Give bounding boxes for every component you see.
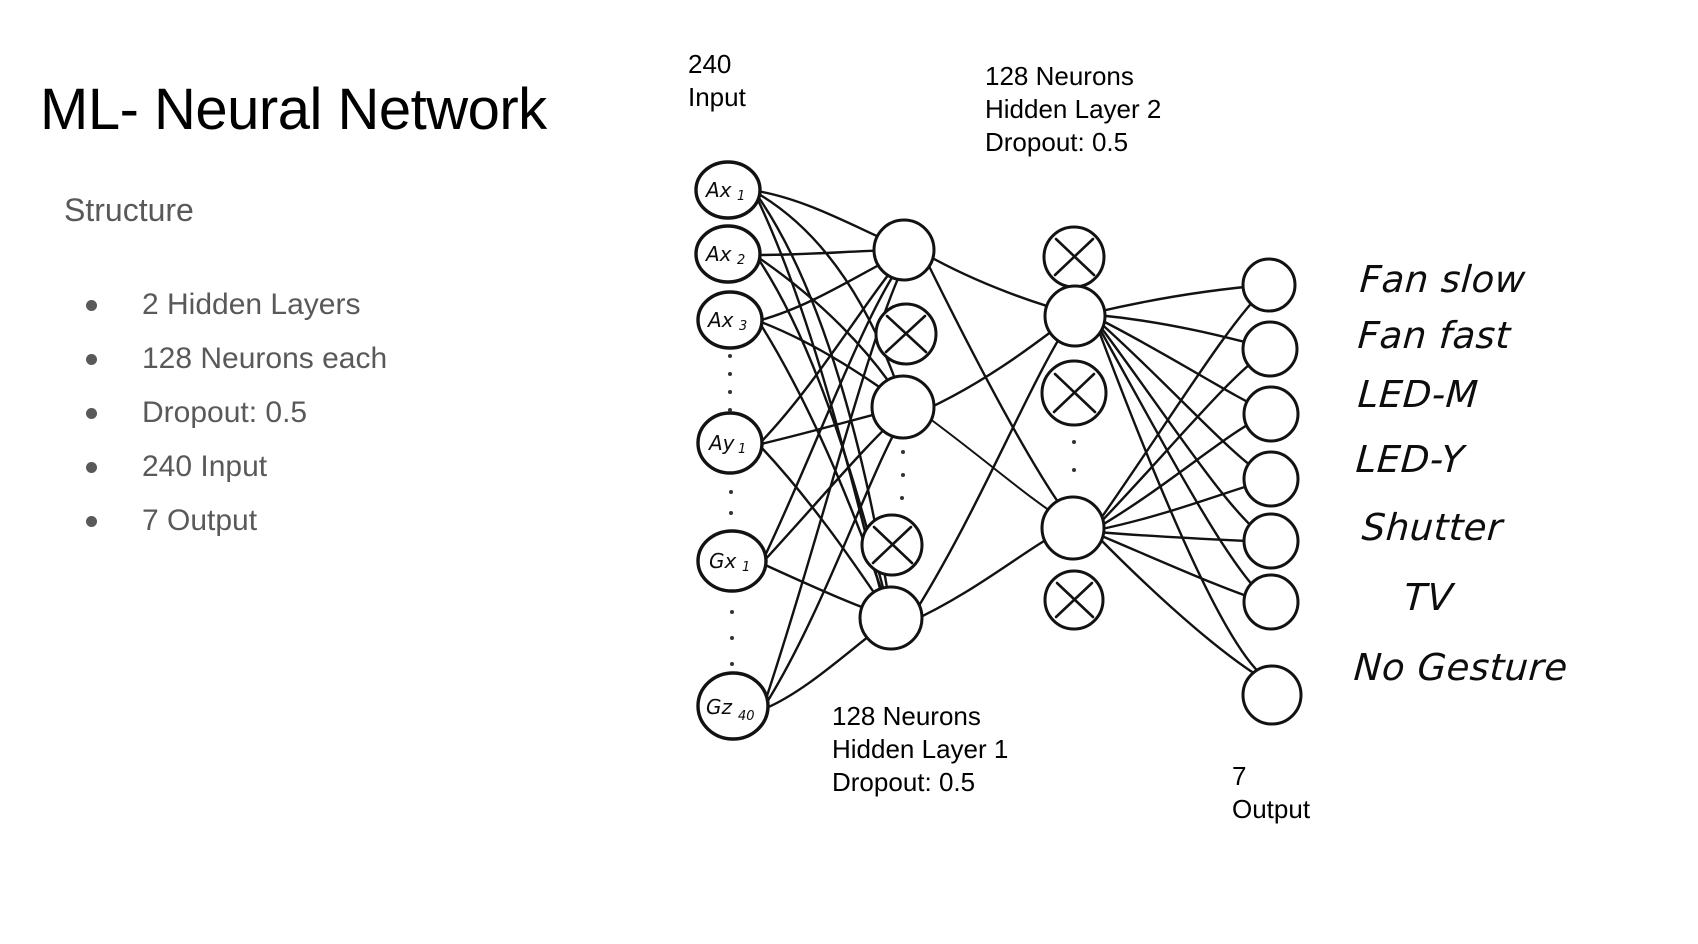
list-item: 7 Output — [64, 494, 624, 548]
page-title: ML- Neural Network — [40, 77, 547, 142]
hidden2-node-active — [1043, 284, 1107, 348]
svg-text:40: 40 — [738, 709, 755, 724]
output-node — [1242, 573, 1300, 631]
list-item: Dropout: 0.5 — [64, 386, 624, 440]
input-node-gz40: Gz 40 — [696, 671, 770, 741]
bullet-dot-icon — [86, 408, 97, 419]
neural-network-diagram: .edge { stroke:#121212; fill:none; strok… — [660, 0, 1698, 944]
list-item: 128 Neurons each — [64, 332, 624, 386]
hidden1-node-active — [872, 218, 936, 282]
hidden2-node-dropped — [1043, 569, 1105, 631]
svg-text:Ax: Ax — [704, 178, 732, 202]
hidden1-node-active — [858, 585, 924, 651]
hidden1-node-active — [870, 374, 936, 440]
hidden2-node-dropped — [1042, 225, 1106, 289]
output-class-label: Shutter — [1360, 506, 1505, 549]
output-node — [1242, 385, 1300, 443]
output-node — [1241, 320, 1299, 378]
output-node — [1241, 664, 1303, 726]
output-class-label: Fan fast — [1356, 314, 1513, 357]
svg-text:1: 1 — [738, 442, 746, 457]
output-node — [1241, 257, 1297, 313]
input-node-ax3: Ax 3 — [696, 290, 764, 350]
hidden1-node-dropped — [874, 302, 938, 366]
hidden-layer-2-nodes — [1040, 225, 1108, 631]
input-node-gx1: Gx 1 — [696, 529, 768, 593]
label-hidden-layer-1: 128 Neurons Hidden Layer 1 Dropout: 0.5 — [832, 701, 1009, 797]
svg-text:2: 2 — [737, 253, 745, 268]
svg-text:1: 1 — [742, 560, 750, 575]
output-class-label: LED-M — [1356, 373, 1480, 416]
bullet-dot-icon — [86, 300, 97, 311]
output-class-label: No Gesture — [1352, 646, 1570, 689]
output-layer-nodes — [1241, 257, 1303, 726]
hidden2-node-dropped — [1040, 359, 1108, 427]
bullet-dot-icon — [86, 516, 97, 527]
output-class-label: TV — [1402, 576, 1455, 619]
hidden2-ellipsis-dots — [1072, 440, 1076, 472]
list-item-label: 7 Output — [142, 504, 258, 537]
input-node-ax1: Ax 1 — [694, 160, 762, 220]
list-item-label: 240 Input — [142, 450, 268, 483]
svg-text:1: 1 — [737, 189, 745, 204]
input-node-ax2: Ax 2 — [694, 224, 762, 284]
output-node — [1242, 512, 1300, 570]
list-item: 240 Input — [64, 440, 624, 494]
structure-bullet-list: 2 Hidden Layers 128 Neurons each Dropout… — [64, 278, 624, 548]
text-column: ML- Neural Network Structure 2 Hidden La… — [0, 0, 660, 944]
list-item-label: Dropout: 0.5 — [142, 396, 308, 429]
svg-text:Ay: Ay — [707, 431, 736, 455]
hidden2-node-active — [1040, 495, 1106, 561]
list-item: 2 Hidden Layers — [64, 278, 624, 332]
svg-text:Ax: Ax — [704, 242, 732, 266]
label-hidden-layer-2: 128 Neurons Hidden Layer 2 Dropout: 0.5 — [985, 61, 1162, 157]
bullet-dot-icon — [86, 354, 97, 365]
bullet-dot-icon — [86, 462, 97, 473]
output-class-label: Fan slow — [1358, 258, 1528, 301]
input-layer-nodes: Ax 1 Ax 2 Ax 3 Ay 1 — [694, 160, 770, 741]
hidden1-node-dropped — [860, 513, 924, 577]
svg-text:Ax: Ax — [706, 308, 734, 332]
svg-text:Gz: Gz — [706, 695, 732, 719]
list-item-label: 2 Hidden Layers — [142, 288, 361, 321]
label-output-layer: 7 Output — [1232, 761, 1311, 824]
network-graph-svg: .edge { stroke:#121212; fill:none; strok… — [694, 160, 1303, 741]
hidden1-ellipsis-dots — [900, 450, 905, 500]
structure-heading: Structure — [64, 192, 194, 228]
output-class-label: LED-Y — [1354, 438, 1466, 481]
svg-text:3: 3 — [739, 319, 747, 334]
hidden-layer-1-nodes — [858, 218, 938, 651]
label-input-layer: 240 Input — [688, 49, 746, 112]
output-node — [1242, 450, 1300, 508]
list-item-label: 128 Neurons each — [142, 342, 388, 375]
input-node-ay1: Ay 1 — [696, 411, 764, 475]
input-ellipsis-dots — [728, 354, 734, 666]
svg-text:Gx: Gx — [709, 549, 736, 573]
